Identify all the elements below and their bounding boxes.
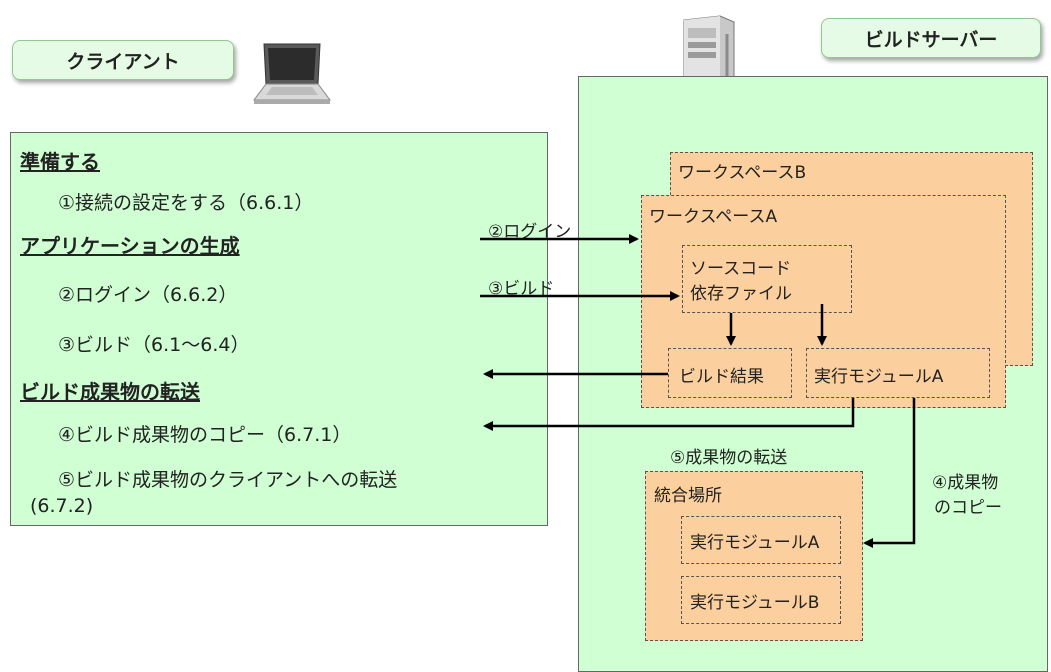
server-label-text: ビルドサーバー [864,28,998,51]
laptop-icon [253,43,331,104]
client-label-text: クライアント [66,50,180,73]
step-1-connect: ①接続の設定をする（6.6.1） [58,192,314,214]
step-2-login: ②ログイン（6.6.2） [58,284,238,306]
workspace-a-label: ワークスペースA [649,207,778,227]
step-5-ref: (6.7.2) [30,495,94,517]
server-label: ビルドサーバー [821,18,1041,58]
copy-to-integration-arrow [863,398,916,548]
source-files-box [682,245,852,313]
integration-module-b-box [681,576,841,624]
workspace-a [641,195,1006,408]
copy-label-line2: のコピー [934,498,1002,518]
integration-module-a-label: 実行モジュールA [690,533,820,553]
heading-artifact-transfer: ビルド成果物の転送 [20,380,200,404]
build-arrow-label: ③ビルド [488,279,555,299]
integration-label: 統合場所 [654,486,722,506]
step-5-transfer: ⑤ビルド成果物のクライアントへの転送 [58,469,398,491]
integration-module-b-label: 実行モジュールB [690,593,820,613]
login-arrow-label: ②ログイン [488,222,572,242]
exec-module-to-client-arrow [483,398,855,431]
heading-prepare: 準備する [20,150,100,174]
step-4-copy: ④ビルド成果物のコピー（6.7.1） [58,424,352,446]
heading-app-generation: アプリケーションの生成 [20,234,240,258]
client-label: クライアント [12,40,234,80]
copy-label-line1: ④成果物 [932,473,999,493]
integration-module-a-box [681,516,841,564]
transfer-label: ⑤成果物の転送 [670,448,788,468]
step-3-build: ③ビルド（6.1～6.4） [58,334,250,356]
source-code-label: ソースコード [690,259,792,279]
workspace-b-label: ワークスペースB [678,163,807,183]
dependency-files-label: 依存ファイル [690,284,792,304]
client-panel [10,132,548,526]
exec-module-a-label: 実行モジュールA [814,367,944,387]
build-result-label: ビルド結果 [679,367,764,387]
exec-module-a-box [806,348,990,398]
build-result-box [668,348,792,398]
